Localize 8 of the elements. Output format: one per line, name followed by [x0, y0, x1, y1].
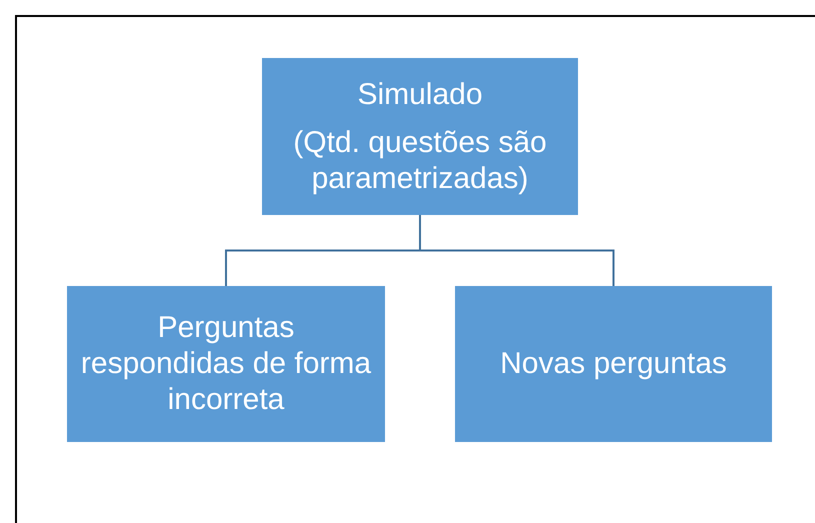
process-box — [262, 58, 578, 215]
connector-line — [419, 215, 614, 286]
box-text: Novas perguntas — [500, 346, 727, 382]
box-text: Simulado — [357, 76, 483, 112]
box-text: Perguntas respondidas de forma incorreta — [80, 310, 372, 418]
process-box — [455, 286, 772, 442]
box-text: (Qtd. questões são parametrizadas) — [292, 124, 548, 196]
process-box — [67, 286, 385, 442]
